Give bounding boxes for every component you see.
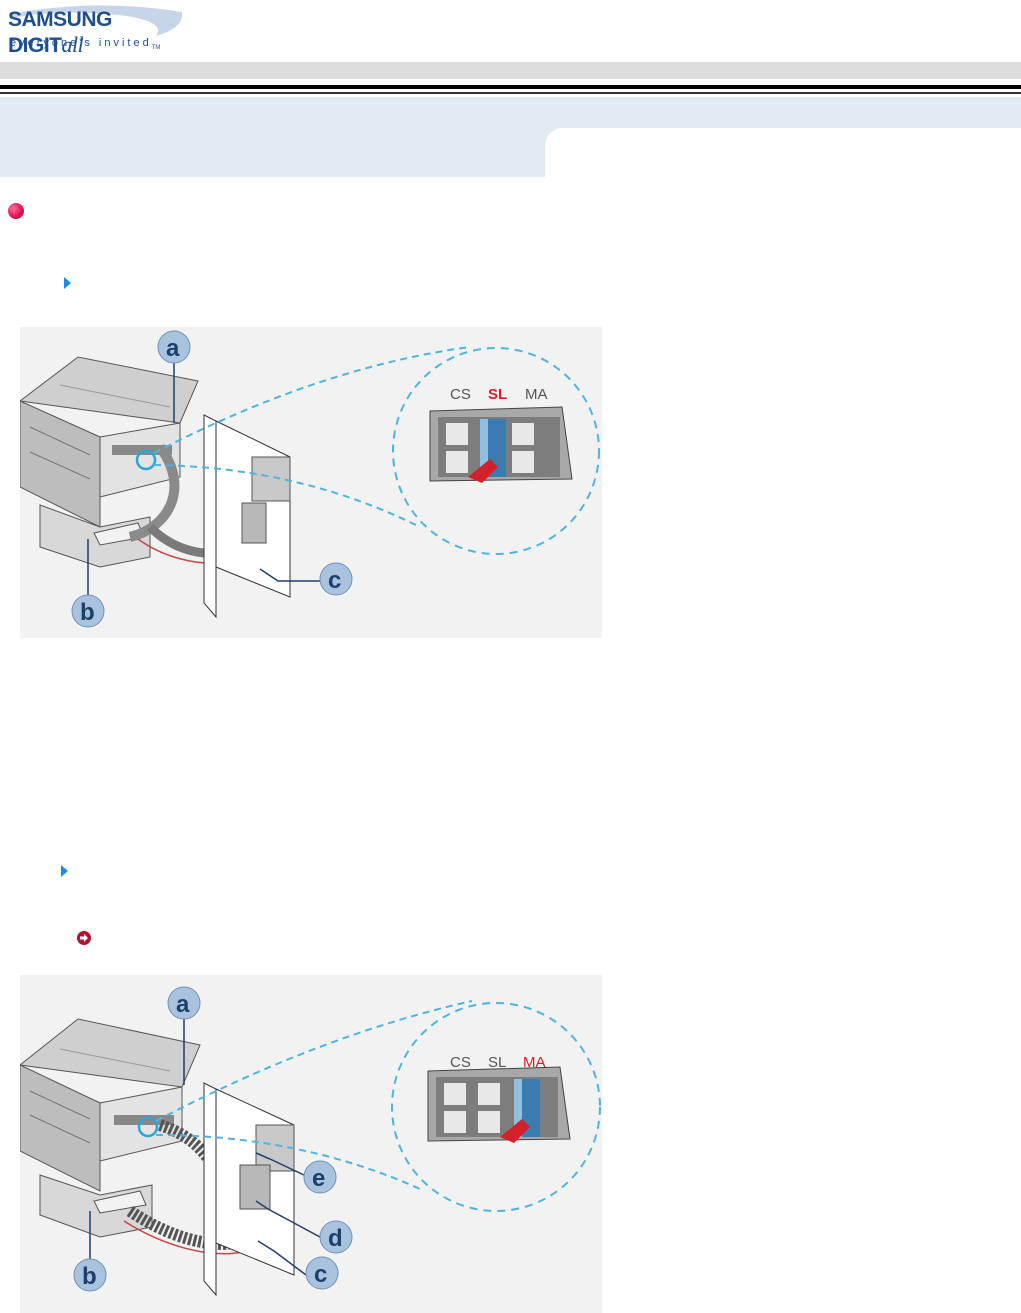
logo-word: SAMSUNG DIGIT: [8, 8, 112, 57]
logo-word-script: all: [61, 32, 84, 57]
callout-a: a: [176, 991, 190, 1018]
arrow-right-icon: [64, 277, 71, 289]
logo-tagline: everyone's invited: [10, 37, 152, 49]
magnifier-callout-icon: [135, 449, 157, 471]
magnifier-callout-icon: [137, 1116, 159, 1138]
logo-tm: TM: [151, 45, 161, 52]
jumper-label-sl: SL: [488, 386, 507, 403]
callout-c: c: [314, 1261, 327, 1288]
jumper-label-sl: SL: [488, 1054, 506, 1071]
callout-b: b: [80, 599, 95, 626]
callout-d: d: [328, 1225, 343, 1252]
title-tab: [545, 128, 1021, 177]
note-arrow-icon: [77, 931, 91, 945]
jumper-label-ma: MA: [523, 1054, 546, 1071]
figure-master-illustration: CS SL MA a b c d e: [20, 986, 601, 1297]
callout-e: e: [312, 1165, 325, 1192]
jumper-label-ma: MA: [525, 386, 548, 403]
figure-slave-illustration: CS SL MA a b c: [20, 330, 600, 628]
figure-master-jumper: CS SL MA a b c d e: [20, 975, 602, 1313]
logo-swoosh-icon: [10, 5, 183, 36]
arrow-right-icon: [61, 865, 68, 877]
callout-c: c: [328, 567, 341, 594]
callout-a: a: [166, 335, 180, 362]
header-grey-bar: [0, 62, 1021, 79]
header-rule: [0, 85, 1021, 89]
samsung-logo[interactable]: SAMSUNG DIGITall everyone's invitedTM: [6, 4, 186, 57]
callout-b: b: [82, 1263, 97, 1290]
figure-slave-jumper: CS SL MA a b c: [20, 327, 602, 638]
header-thin-rule: [0, 92, 1021, 94]
jumper-label-cs: CS: [450, 1054, 471, 1071]
bullet-dot-icon: [8, 203, 24, 219]
jumper-label-cs: CS: [450, 386, 471, 403]
